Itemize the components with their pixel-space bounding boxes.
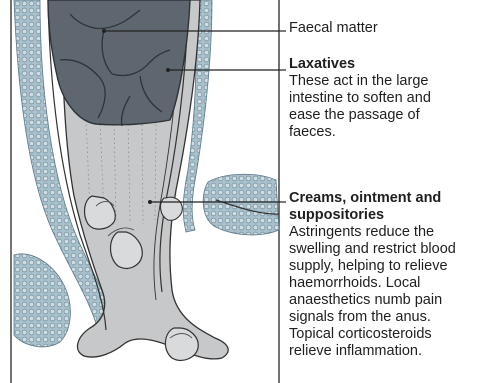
right-lower-fat: [203, 174, 279, 235]
creams-line-1: Astringents reduce the: [289, 224, 456, 241]
pointer-faecal-dot: [102, 29, 106, 33]
laxatives-line-4: faeces.: [289, 124, 431, 141]
pointer-laxatives-dot: [166, 68, 170, 72]
creams-line-6: signals from the anus.: [289, 309, 456, 326]
faecal-matter-text: Faecal matter: [289, 20, 378, 37]
laxatives-line-2: intestine to soften and: [289, 90, 431, 107]
creams-line-5: anaesthetics numb pain: [289, 292, 456, 309]
creams-line-8: relieve inflammation.: [289, 343, 456, 360]
faecal-mass: [48, 0, 190, 125]
label-creams: Creams, ointment and suppositories Astri…: [289, 190, 456, 360]
creams-line-4: haemorrhoids. Local: [289, 275, 456, 292]
left-lower-fat: [14, 254, 70, 347]
creams-line-3: supply, helping to relieve: [289, 258, 456, 275]
creams-title-line-1: Creams, ointment and: [289, 190, 456, 207]
haemorrhoid-right: [161, 197, 183, 220]
laxatives-line-1: These act in the large: [289, 73, 431, 90]
label-faecal-matter: Faecal matter: [289, 20, 378, 37]
creams-line-7: Topical corticosteroids: [289, 326, 456, 343]
creams-line-2: swelling and restrict blood: [289, 241, 456, 258]
laxatives-title: Laxatives: [289, 56, 431, 73]
label-laxatives: Laxatives These act in the large intesti…: [289, 56, 431, 141]
laxatives-line-3: ease the passage of: [289, 107, 431, 124]
creams-title-line-2: suppositories: [289, 207, 456, 224]
pointer-creams-dot: [148, 200, 152, 204]
